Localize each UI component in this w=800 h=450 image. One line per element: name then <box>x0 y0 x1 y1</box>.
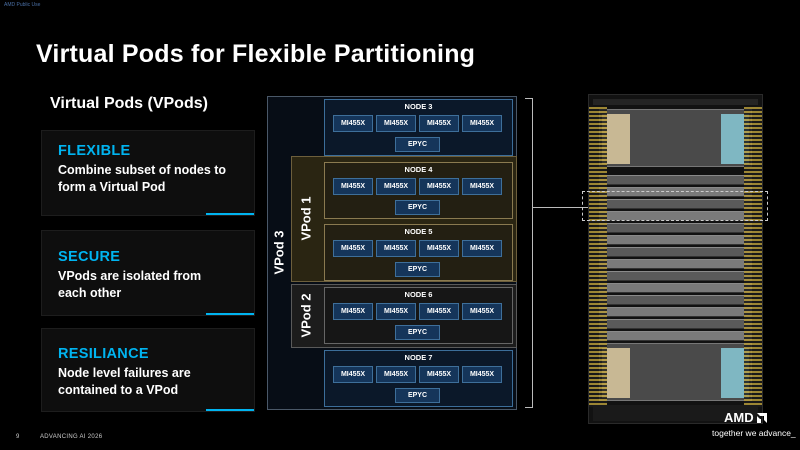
vpod1-label: VPod 1 <box>298 196 314 241</box>
gpu-chip: MI455X <box>419 178 459 195</box>
gpu-chip: MI455X <box>376 178 416 195</box>
gpu-chip: MI455X <box>462 240 502 257</box>
card-accent-bar <box>206 409 254 411</box>
classification-label: AMD Public Use <box>4 2 41 8</box>
card-accent-bar <box>206 313 254 315</box>
rack-slot <box>599 247 752 257</box>
amd-logo-text: AMD <box>724 410 754 425</box>
rack-base <box>593 405 758 421</box>
rack-slot <box>599 307 752 317</box>
node-card: NODE 3 MI455X MI455X MI455X MI455X EPYC <box>324 99 513 156</box>
rack-slot <box>599 235 752 245</box>
card-body: Node level failures are contained to a V… <box>58 366 191 397</box>
rack-slot <box>599 175 752 185</box>
vpod3-label: VPod 3 <box>271 230 287 275</box>
gpu-chip: MI455X <box>419 303 459 320</box>
rack-cabling-right <box>744 107 762 407</box>
gpu-chip: MI455X <box>419 115 459 132</box>
card-body: VPods are isolated from each other <box>58 269 202 300</box>
slide-subtitle: Virtual Pods (VPods) <box>50 95 208 112</box>
gpu-chip: MI455X <box>419 366 459 383</box>
card-heading: RESILIANCE <box>58 346 149 362</box>
rack-slot <box>599 199 752 209</box>
cpu-chip: EPYC <box>395 325 440 340</box>
brand-tagline: together we advance_ <box>712 428 796 438</box>
cpu-chip: EPYC <box>395 137 440 152</box>
card-heading: SECURE <box>58 249 121 265</box>
gpu-chip: MI455X <box>376 303 416 320</box>
gpu-chip: MI455X <box>376 240 416 257</box>
cpu-chip: EPYC <box>395 388 440 403</box>
gpu-chip: MI455X <box>333 240 373 257</box>
node-label: NODE 4 <box>404 165 433 174</box>
rack-slot <box>599 223 752 233</box>
gpu-chip: MI455X <box>462 115 502 132</box>
cpu-chip: EPYC <box>395 200 440 215</box>
gpu-chip: MI455X <box>333 115 373 132</box>
slide-title: Virtual Pods for Flexible Partitioning <box>36 40 476 68</box>
node-card: NODE 4 MI455X MI455X MI455X MI455X EPYC <box>324 162 513 219</box>
event-name: ADVANCING AI 2026 <box>40 434 103 440</box>
gpu-chip: MI455X <box>462 303 502 320</box>
node-label: NODE 5 <box>404 227 433 236</box>
rack-highlight-box <box>582 191 768 221</box>
node-card: NODE 5 MI455X MI455X MI455X MI455X EPYC <box>324 224 513 281</box>
gpu-chip: MI455X <box>419 240 459 257</box>
amd-logo: AMD <box>724 410 767 425</box>
node-card: NODE 6 MI455X MI455X MI455X MI455X EPYC <box>324 287 513 344</box>
cpu-chip: EPYC <box>395 262 440 277</box>
node-label: NODE 7 <box>404 353 433 362</box>
gpu-chip: MI455X <box>333 366 373 383</box>
card-resiliance: RESILIANCE Node level failures are conta… <box>41 328 255 412</box>
server-rack-image <box>588 94 763 424</box>
rack-slot <box>599 295 752 305</box>
card-body: Combine subset of nodes to form a Virtua… <box>58 163 227 194</box>
page-number: 9 <box>16 434 20 440</box>
gpu-chip: MI455X <box>376 366 416 383</box>
node-label: NODE 6 <box>404 290 433 299</box>
amd-arrow-icon <box>756 412 767 423</box>
rack-slot <box>599 331 752 341</box>
rack-slot <box>599 283 752 293</box>
rack-slot <box>599 271 752 281</box>
rack-bracket <box>525 98 533 408</box>
rack-cabling-left <box>589 107 607 407</box>
card-accent-bar <box>206 213 254 215</box>
rack-slot <box>599 259 752 269</box>
rack-top-chassis <box>599 109 752 167</box>
rack-bottom-chassis <box>599 343 752 401</box>
gpu-chip: MI455X <box>376 115 416 132</box>
gpu-chip: MI455X <box>333 178 373 195</box>
rack-slot <box>599 187 752 197</box>
rack-slot <box>599 319 752 329</box>
gpu-chip: MI455X <box>333 303 373 320</box>
card-secure: SECURE VPods are isolated from each othe… <box>41 230 255 316</box>
gpu-chip: MI455X <box>462 366 502 383</box>
gpu-chip: MI455X <box>462 178 502 195</box>
card-heading: FLEXIBLE <box>58 143 131 159</box>
card-flexible: FLEXIBLE Combine subset of nodes to form… <box>41 130 255 216</box>
node-card: NODE 7 MI455X MI455X MI455X MI455X EPYC <box>324 350 513 407</box>
bracket-connector-line <box>533 207 591 208</box>
node-label: NODE 3 <box>404 102 433 111</box>
rack-top-panel <box>593 99 758 105</box>
vpod2-label: VPod 2 <box>298 293 314 338</box>
